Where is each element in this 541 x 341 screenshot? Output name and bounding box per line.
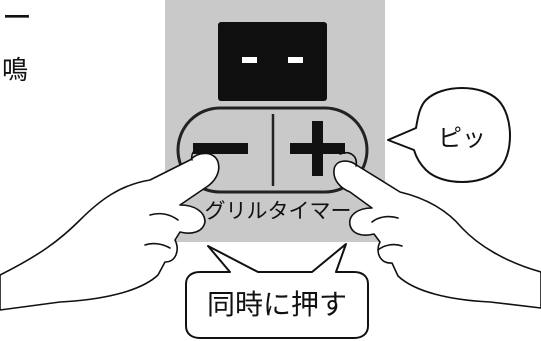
left-hand	[0, 147, 220, 311]
plus-button[interactable]: ＋	[276, 112, 364, 188]
left-fragment-bottom: 鳴	[2, 56, 28, 86]
grill-timer-label: グリルタイマー	[205, 199, 352, 223]
sound-bubble: ピッ	[387, 87, 511, 183]
minus-icon	[193, 143, 248, 154]
display-dash-2	[288, 57, 303, 63]
display-dash-1	[242, 57, 257, 63]
right-hand	[333, 151, 541, 309]
sound-text: ピッ	[438, 124, 486, 152]
minus-button[interactable]: －	[183, 112, 271, 188]
instruction-callout: 同時に押す	[185, 243, 369, 339]
display-window	[218, 22, 327, 101]
left-fragment-top: ー	[2, 1, 32, 36]
plus-icon	[290, 121, 345, 176]
instruction-text: 同時に押す	[207, 288, 347, 321]
